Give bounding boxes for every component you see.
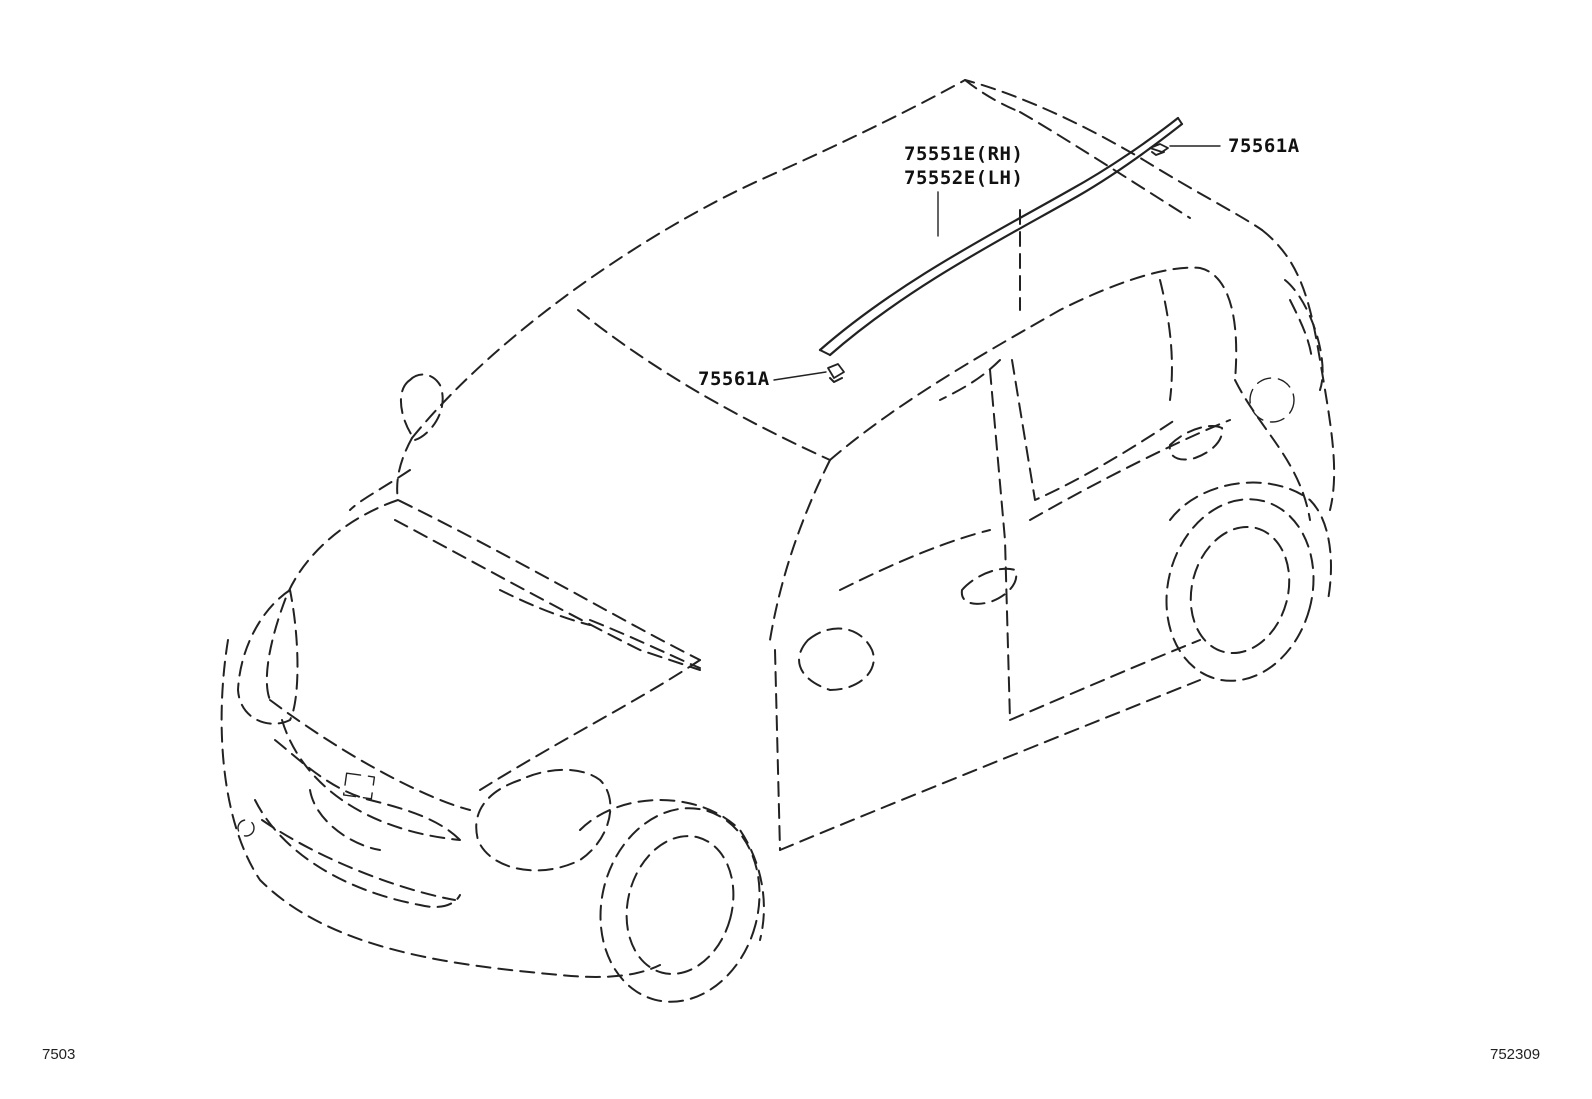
roof-outline bbox=[411, 79, 1263, 461]
footer-left-code: 7503 bbox=[42, 1046, 76, 1063]
moulding-clip-lower[interactable] bbox=[827, 363, 845, 383]
part-label-moulding-rh: 75551E(RH) bbox=[904, 143, 1024, 165]
footer-right-code: 752309 bbox=[1490, 1046, 1541, 1063]
moulding-clip-upper[interactable] bbox=[1149, 143, 1169, 156]
roof-drip-moulding[interactable] bbox=[818, 116, 1184, 357]
door-handles bbox=[960, 377, 1295, 605]
part-label-moulding-lh: 75552E(LH) bbox=[904, 167, 1024, 189]
part-label-clip-upper: 75561A bbox=[1228, 135, 1300, 157]
leader-lines bbox=[773, 145, 1221, 381]
windshield-hood bbox=[265, 437, 831, 811]
side-body bbox=[774, 229, 1336, 851]
mirrors bbox=[399, 373, 875, 691]
front-fascia bbox=[220, 589, 661, 978]
part-label-clip-lower: 75561A bbox=[698, 368, 770, 390]
wheels bbox=[579, 481, 1332, 1003]
